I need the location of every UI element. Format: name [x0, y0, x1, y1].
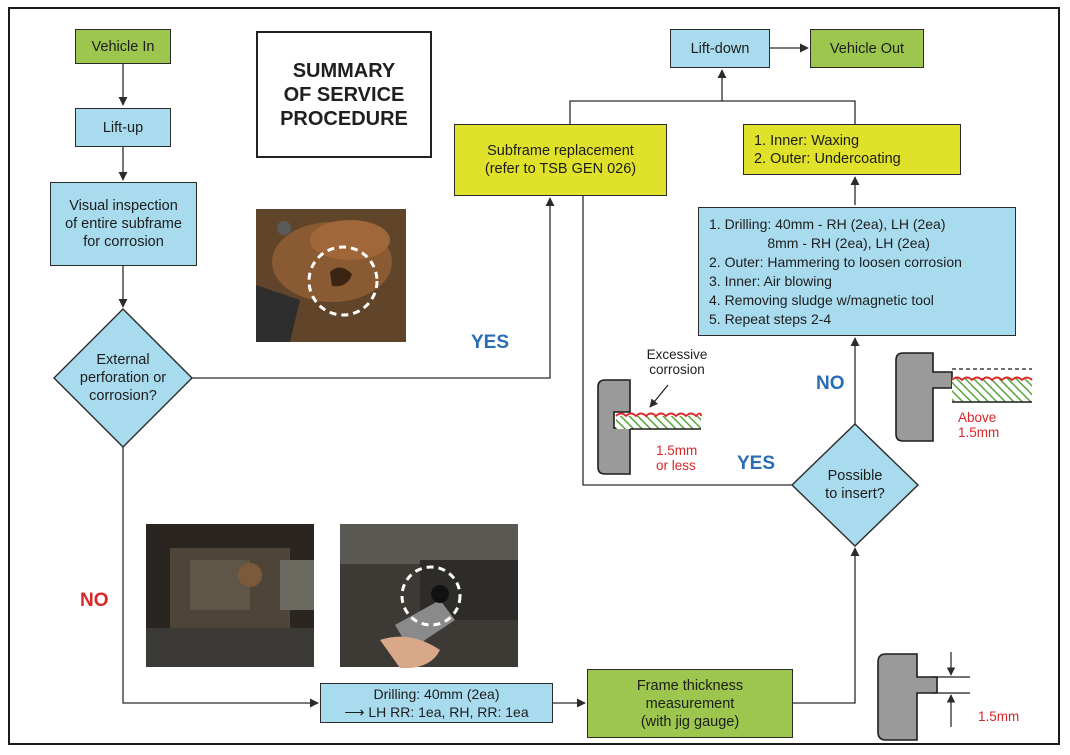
subframe-replacement-box: Subframe replacement (refer to TSB GEN 0…	[454, 124, 667, 196]
arrow-thickness-to-decision	[793, 547, 860, 704]
no-label-left: NO	[80, 590, 109, 611]
frame-thickness-box: Frame thickness measurement (with jig ga…	[587, 669, 793, 738]
yes-label-top: YES	[471, 332, 510, 353]
drilling-steps-box: 1. Drilling: 40mm - RH (2ea), LH (2ea) 8…	[698, 207, 1016, 336]
possible-insert-diamond	[790, 423, 920, 547]
gauge-limit-label: 1.5mm	[978, 709, 1020, 724]
photo-engine-underside	[146, 524, 314, 667]
possible-to-insert-text: Possible to insert?	[825, 468, 885, 502]
excessive-corrosion-label: Excessive corrosion	[646, 347, 708, 377]
drilling-40mm-box: Drilling: 40mm (2ea) ⟶ LH RR: 1ea, RH, R…	[320, 683, 553, 723]
external-perforation-text: External perforation or corrosion?	[79, 352, 167, 404]
visual-inspection-box: Visual inspection of entire subframe for…	[50, 182, 197, 266]
diagram-title: SUMMARY OF SERVICE PROCEDURE	[256, 31, 432, 158]
waxing-undercoating-box: 1. Inner: Waxing 2. Outer: Undercoating	[743, 124, 961, 175]
arrow-yes2-to-replacement	[578, 185, 792, 486]
arrow-yes-to-replacement	[192, 197, 555, 379]
lift-down-box: Lift-down	[670, 29, 770, 68]
thin-limit-label: 1.5mm or less	[656, 443, 698, 473]
photo-corrosion-closeup	[256, 209, 406, 342]
no-label-right: NO	[816, 373, 845, 394]
lift-up-box: Lift-up	[75, 108, 171, 147]
jig-gauge-illustration	[877, 652, 970, 741]
connector-merge	[569, 100, 856, 124]
gauge-above-illustration	[895, 352, 1033, 442]
yes-label-bottom: YES	[737, 453, 776, 474]
arrow-no-to-drilling	[122, 447, 319, 708]
photo-drilling-tool	[340, 524, 518, 669]
gauge-thin-illustration	[597, 379, 702, 475]
vehicle-in-box: Vehicle In	[75, 29, 171, 64]
above-limit-label: Above 1.5mm	[958, 410, 1000, 440]
vehicle-out-box: Vehicle Out	[810, 29, 924, 68]
